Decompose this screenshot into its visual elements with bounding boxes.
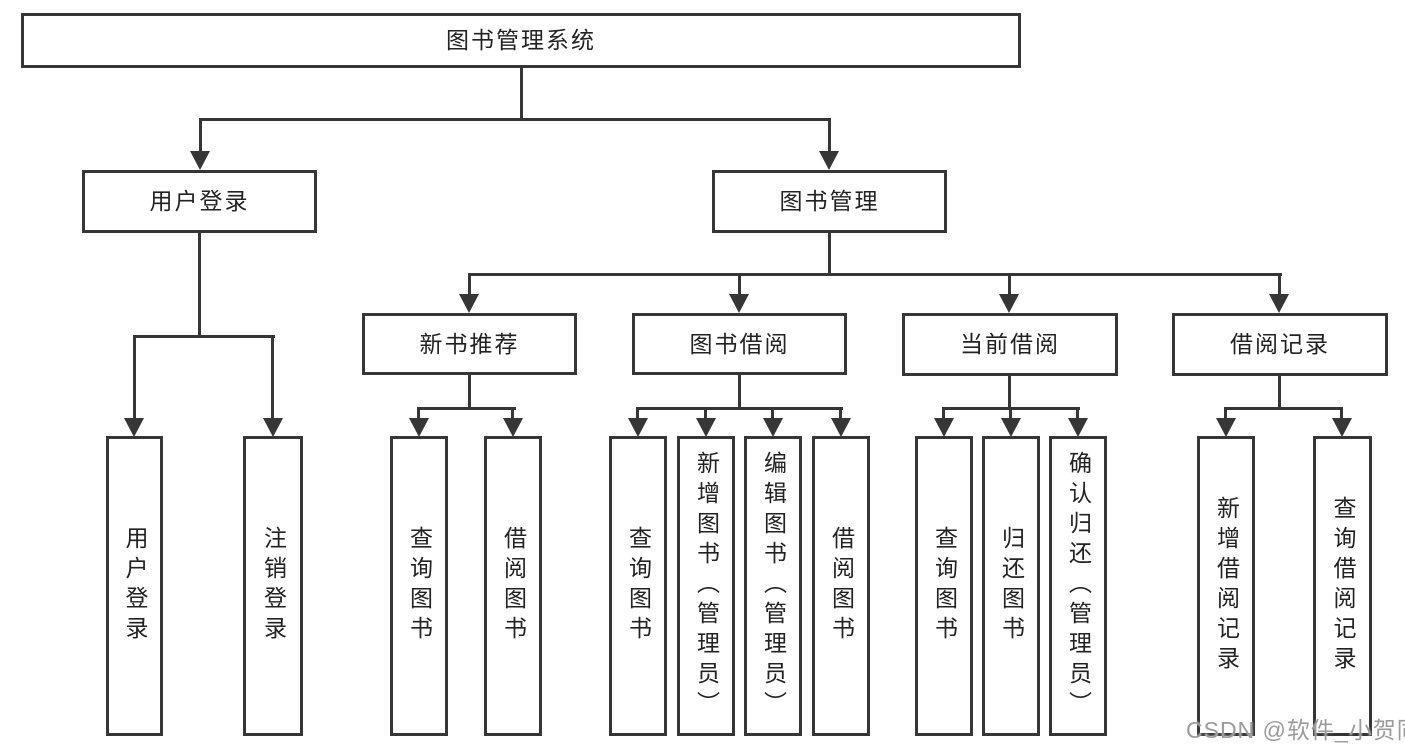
arrow-down-icon bbox=[459, 294, 479, 313]
connector-line bbox=[468, 375, 471, 407]
connector-line bbox=[199, 118, 831, 121]
node-label: 新增图书（管理员） bbox=[693, 451, 720, 721]
connector-line bbox=[133, 335, 275, 338]
node-current-borrowing: 当前借阅 bbox=[902, 313, 1118, 376]
connector-line bbox=[1008, 273, 1011, 295]
arrow-down-icon bbox=[831, 418, 851, 437]
connector-line bbox=[1224, 407, 1227, 419]
node-label: 归还图书 bbox=[998, 526, 1025, 646]
connector-line bbox=[942, 407, 945, 419]
node-label: 查询图书 bbox=[625, 526, 652, 646]
node-root-library-system: 图书管理系统 bbox=[21, 13, 1021, 68]
arrow-down-icon bbox=[1068, 418, 1088, 437]
connector-line bbox=[199, 118, 202, 152]
node-label: 用户登录 bbox=[122, 526, 148, 646]
node-label: 新增借阅记录 bbox=[1213, 496, 1240, 676]
arrow-down-icon bbox=[190, 151, 210, 170]
node-label: 借阅图书 bbox=[828, 526, 855, 646]
connector-line bbox=[1340, 407, 1343, 419]
leaf-query-books-recommend: 查询图书 bbox=[390, 436, 448, 736]
arrow-down-icon bbox=[263, 418, 283, 437]
node-user-login: 用户登录 bbox=[82, 170, 317, 233]
connector-line bbox=[771, 407, 774, 419]
node-label: 图书管理 bbox=[779, 188, 880, 214]
node-borrow-records: 借阅记录 bbox=[1172, 313, 1388, 376]
arrow-down-icon bbox=[729, 294, 749, 313]
node-label: 编辑图书（管理员） bbox=[760, 451, 787, 721]
node-label: 图书借阅 bbox=[689, 330, 790, 357]
connector-line bbox=[468, 273, 1282, 276]
arrow-down-icon bbox=[628, 418, 648, 437]
node-label: 确认归还（管理员） bbox=[1065, 451, 1092, 721]
connector-line bbox=[704, 407, 707, 419]
connector-line bbox=[636, 407, 843, 410]
connector-line bbox=[198, 233, 201, 335]
node-label: 借阅图书 bbox=[500, 526, 527, 646]
node-book-management: 图书管理 bbox=[712, 170, 947, 233]
node-label: 用户登录 bbox=[149, 188, 250, 214]
arrow-down-icon bbox=[999, 294, 1019, 313]
connector-line bbox=[1224, 407, 1342, 410]
leaf-confirm-return-admin: 确认归还（管理员） bbox=[1049, 436, 1107, 736]
node-label: 当前借阅 bbox=[960, 331, 1060, 357]
connector-line bbox=[828, 118, 831, 152]
node-label: 新书推荐 bbox=[419, 330, 520, 357]
connector-line bbox=[738, 375, 741, 407]
leaf-query-books-borrowing: 查询图书 bbox=[609, 436, 667, 736]
arrow-down-icon bbox=[1332, 418, 1352, 437]
arrow-down-icon bbox=[934, 418, 954, 437]
csdn-watermark: CSDN @软件_小贺同学 bbox=[1186, 717, 1405, 743]
connector-line bbox=[417, 407, 516, 410]
leaf-add-borrow-record: 新增借阅记录 bbox=[1197, 436, 1255, 736]
leaf-borrow-books: 借阅图书 bbox=[812, 436, 870, 736]
connector-line bbox=[839, 407, 842, 419]
leaf-user-login: 用户登录 bbox=[106, 436, 163, 736]
arrow-down-icon bbox=[696, 418, 716, 437]
connector-line bbox=[133, 335, 136, 419]
leaf-edit-books-admin: 编辑图书（管理员） bbox=[744, 436, 802, 736]
node-label: 查询借阅记录 bbox=[1330, 496, 1356, 676]
connector-line bbox=[1008, 375, 1011, 407]
connector-line bbox=[417, 407, 420, 419]
leaf-return-books: 归还图书 bbox=[982, 436, 1040, 736]
arrow-down-icon bbox=[1269, 294, 1289, 313]
connector-line bbox=[511, 407, 514, 419]
leaf-add-books-admin: 新增图书（管理员） bbox=[677, 436, 735, 736]
connector-line bbox=[468, 273, 471, 295]
connector-line bbox=[1278, 273, 1281, 295]
connector-line bbox=[1278, 375, 1281, 407]
connector-line bbox=[828, 233, 831, 273]
connector-line bbox=[738, 273, 741, 295]
connector-line bbox=[636, 407, 639, 419]
leaf-query-borrow-record: 查询借阅记录 bbox=[1313, 436, 1372, 736]
node-book-borrowing: 图书借阅 bbox=[632, 313, 847, 375]
arrow-down-icon bbox=[1001, 418, 1021, 437]
arrow-down-icon bbox=[503, 418, 523, 437]
node-label: 借阅记录 bbox=[1230, 331, 1330, 357]
node-label: 查询图书 bbox=[931, 526, 958, 646]
node-new-book-recommend: 新书推荐 bbox=[362, 313, 577, 375]
arrow-down-icon bbox=[1216, 418, 1236, 437]
arrow-down-icon bbox=[763, 418, 783, 437]
arrow-down-icon bbox=[409, 418, 429, 437]
leaf-query-books-current: 查询图书 bbox=[915, 436, 973, 736]
arrow-down-icon bbox=[124, 418, 144, 437]
connector-line bbox=[271, 335, 274, 419]
node-label: 查询图书 bbox=[406, 526, 433, 646]
leaf-borrow-books-recommend: 借阅图书 bbox=[484, 436, 542, 736]
connector-line bbox=[520, 68, 523, 118]
arrow-down-icon bbox=[819, 151, 839, 170]
connector-line bbox=[1009, 407, 1012, 419]
node-label: 注销登录 bbox=[260, 526, 287, 646]
node-label: 图书管理系统 bbox=[446, 27, 596, 53]
connector-line bbox=[1076, 407, 1079, 419]
leaf-logout: 注销登录 bbox=[243, 436, 303, 736]
